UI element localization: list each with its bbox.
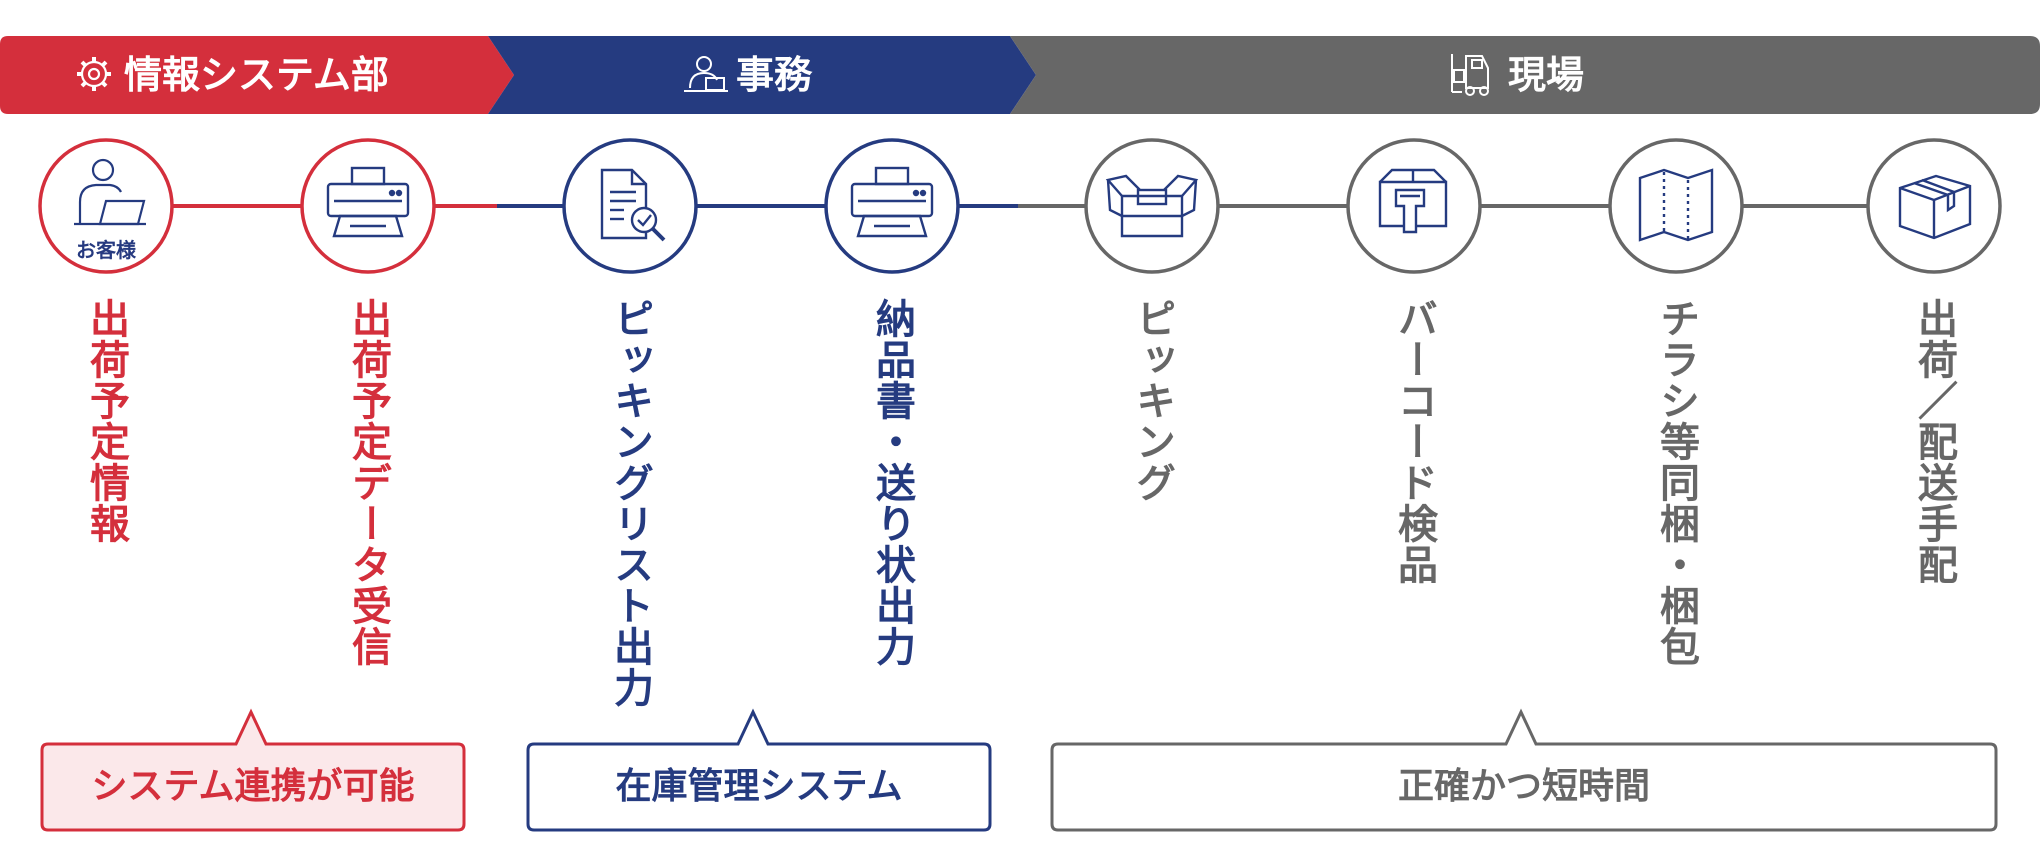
header-section-office (488, 36, 1036, 114)
step-node-7 (1608, 138, 1744, 274)
package-icon (1898, 174, 1972, 240)
step-label-8: 出荷／配送手配 (1911, 298, 1957, 585)
step-label-6: バーコード検品 (1391, 298, 1437, 585)
flyer-icon (1638, 168, 1714, 242)
step-node-6 (1346, 138, 1482, 274)
open-box-icon (1105, 174, 1199, 238)
header-section-info-system (0, 36, 514, 114)
callout-box-3 (1050, 708, 1998, 832)
callout-text-2: 在庫管理システム (615, 766, 903, 807)
step-node-1 (38, 138, 174, 274)
step-label-3: ピッキングリスト出力 (607, 298, 653, 708)
header-section-field (1010, 36, 2040, 114)
step-node-4 (824, 138, 960, 274)
header-band (0, 36, 2040, 114)
step-node-8 (1866, 138, 2002, 274)
step-label-2: 出荷予定データ受信 (345, 298, 391, 667)
step-label-1: 出荷予定情報 (83, 298, 129, 544)
header-label-info-system: 情報システム部 (124, 53, 389, 97)
forklift-icon (1451, 54, 1489, 96)
barcode-scanner-icon (1378, 168, 1448, 234)
step-node-5 (1084, 138, 1220, 274)
step-node-2 (300, 138, 436, 274)
document-search-icon (600, 168, 666, 242)
printer-icon (326, 166, 410, 238)
step-node-3 (562, 138, 698, 274)
callout-text-3: 正確かつ短時間 (1397, 766, 1650, 807)
callout-box-1 (40, 708, 466, 832)
customer-laptop-icon (74, 158, 146, 226)
header-label-office: 事務 (736, 53, 813, 97)
step-label-5: ピッキング (1129, 298, 1175, 503)
gear-icon (77, 57, 111, 91)
step-label-4: 納品書・送り状出力 (869, 298, 915, 667)
header-label-field: 現場 (1508, 53, 1585, 97)
office-worker-icon (684, 56, 728, 92)
callout-box-2 (526, 708, 992, 832)
printer-icon (850, 166, 934, 238)
customer-caption: お客様 (76, 238, 136, 262)
step-label-7: チラシ等同梱・梱包 (1653, 298, 1699, 667)
callout-text-1: システム連携が可能 (91, 766, 415, 807)
